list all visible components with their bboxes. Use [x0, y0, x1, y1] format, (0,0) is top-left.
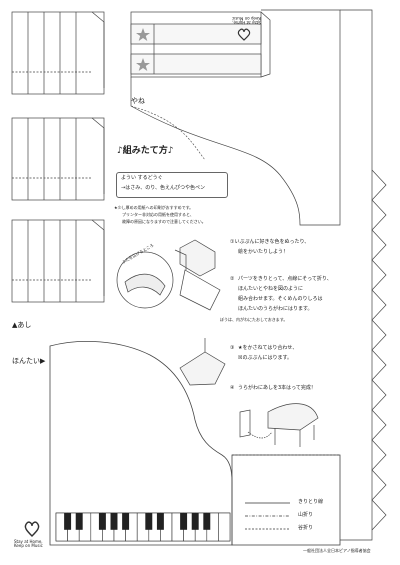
- step-2-line-4: ほんたいのうらがわにはります。: [238, 306, 313, 312]
- step-2-line-1: パーツをきりとって、点線にそって折り、: [238, 276, 332, 282]
- black-key: [64, 513, 72, 530]
- assembly-sketch-step3: [179, 338, 226, 386]
- tools-box: [116, 172, 228, 198]
- step-4-num: ④: [230, 385, 235, 391]
- star-icon: [136, 28, 150, 71]
- step-1-line-2: 絵をかいたりしよう！: [238, 249, 289, 255]
- black-key: [122, 513, 130, 530]
- black-key: [145, 513, 153, 530]
- black-key: [98, 513, 106, 530]
- black-key: [156, 513, 164, 530]
- assembly-sketch-step1: [174, 239, 221, 311]
- legs-label: ▲あし: [12, 321, 32, 329]
- printer-note-2: プリンター非対応の用紙を使用すると、: [122, 212, 194, 217]
- lid-label: やね: [131, 97, 145, 105]
- heart-logo-icon: [24, 521, 40, 537]
- step-1-line-1: ①いぶぷんに好きな色をぬったり、: [230, 239, 310, 245]
- black-key: [203, 513, 211, 530]
- lid-outline: [130, 9, 387, 541]
- tools-items: →はさみ、のり、色えんぴつや色ペン: [121, 185, 205, 191]
- step-4-line-1: うらがわにあしを3本はって完成！: [238, 385, 316, 391]
- heart-logo-icon: [237, 28, 251, 41]
- leg-part-top: [11, 11, 105, 95]
- step-3-line-1: ★をかさねてはり合わせ、: [238, 345, 298, 351]
- lid-part: [130, 11, 271, 78]
- printer-note-1: ★少し厚めの用紙への印刷がおすすめです。: [114, 205, 194, 210]
- printer-note-3: 故障の原因になりますので注意してください。: [122, 219, 206, 224]
- legend-mountain: 山折り: [298, 512, 314, 518]
- tools-heading: ようい するどうぐ: [121, 175, 163, 181]
- black-key: [75, 513, 83, 530]
- white-keys: [55, 512, 231, 542]
- footer-logo-text: Stay at Home,Keep on Music: [14, 539, 43, 548]
- step-2-line-3: 組み合わせます。そくめんのりしろは: [238, 296, 323, 302]
- black-key: [191, 513, 199, 530]
- leg-part-bottom: [11, 219, 105, 303]
- step-3-num: ③: [230, 345, 235, 351]
- black-key: [180, 513, 188, 530]
- step-2-num: ②: [230, 276, 235, 282]
- step-2-note: ぼうは、内がわにたおしておきます。: [220, 317, 288, 322]
- leg-part-middle: [11, 117, 105, 201]
- footer-organization: 一般社団法人全日本ピアノ指導者協会: [303, 548, 371, 553]
- legend-valley: 谷折り: [298, 525, 314, 531]
- body-part: [49, 340, 341, 546]
- black-keys: [64, 513, 211, 530]
- white-key: [218, 512, 231, 542]
- legend-cut: きりとり線: [298, 499, 324, 505]
- zoom-illustration: [116, 251, 174, 309]
- assembly-sketch-step4: [239, 403, 319, 447]
- step-2-line-2: ほんたいとやねを図のように: [238, 286, 304, 292]
- black-key: [110, 513, 118, 530]
- lid-logo-text: Stay at Home,Keep on Music: [232, 16, 261, 25]
- step-3-line-2: ☒のぶぶんにはります。: [238, 355, 292, 361]
- legend-box: [245, 502, 290, 530]
- body-label: ほんたい▶: [12, 357, 46, 365]
- page-title: ♪組みたて方♪: [117, 146, 174, 156]
